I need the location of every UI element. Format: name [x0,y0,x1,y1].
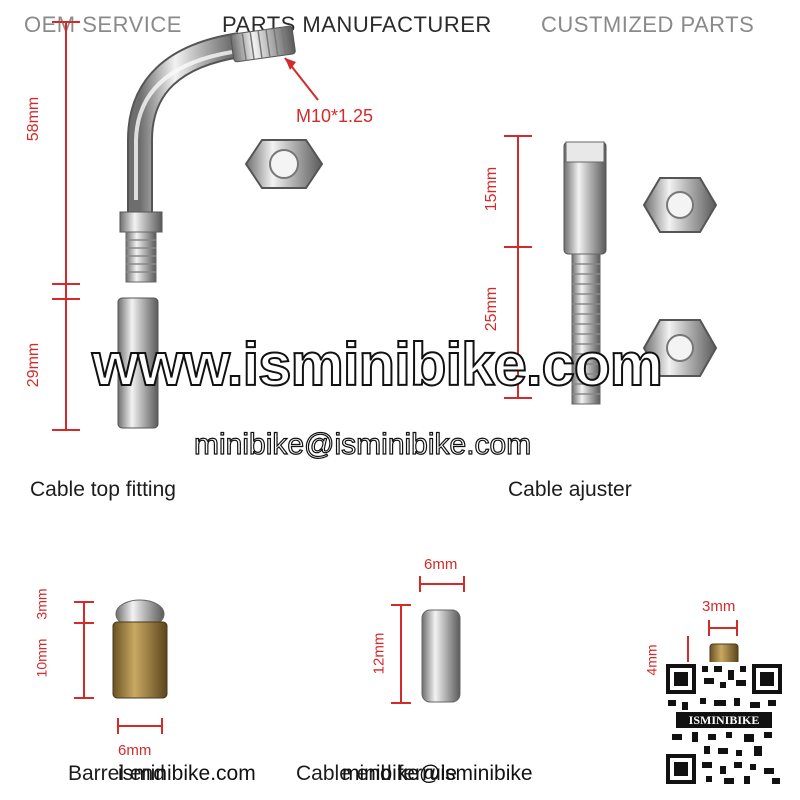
dim-25mm: 25mm [483,286,501,332]
dim-6mm-pin: 6mm [424,556,458,573]
header-customized-parts: CUSTMIZED PARTS [541,12,755,37]
caption-barrel-end: Barrel end [68,762,165,785]
dim-29mm: 29mm [25,342,43,388]
dim-thread-m10: M10*1.25 [296,106,374,126]
arrow-icon [285,58,296,70]
watermark-footer-site: isminibike.com [118,762,256,785]
watermark-email: minibike@isminibike.com [193,427,532,461]
dim-4mm: 4mm [643,644,660,676]
dim-3mm-ferrule: 3mm [702,598,736,615]
header-oem-service: OEM SERVICE [24,12,182,37]
watermark-footer-email: minibike@isminibike [342,762,533,785]
dim-58mm: 58mm [25,96,43,142]
caption-cable-ajuster: Cable ajuster [508,478,632,501]
dim-10mm: 10mm [33,638,50,678]
qr-label: ISMINIBIKE [688,713,760,727]
qr-code: ISMINIBIKE [664,662,784,786]
dim-15mm: 15mm [483,166,501,212]
qr-pattern [666,664,782,784]
dim-3mm-barrel: 3mm [33,588,50,620]
dim-12mm: 12mm [370,632,388,675]
dim-6mm-barrel: 6mm [118,742,152,759]
caption-cable-end-ferrule: Cable end ferrule [296,762,458,785]
watermark-site: www.isminibike.com [91,330,664,399]
caption-cable-top-fitting: Cable top fitting [30,478,176,501]
